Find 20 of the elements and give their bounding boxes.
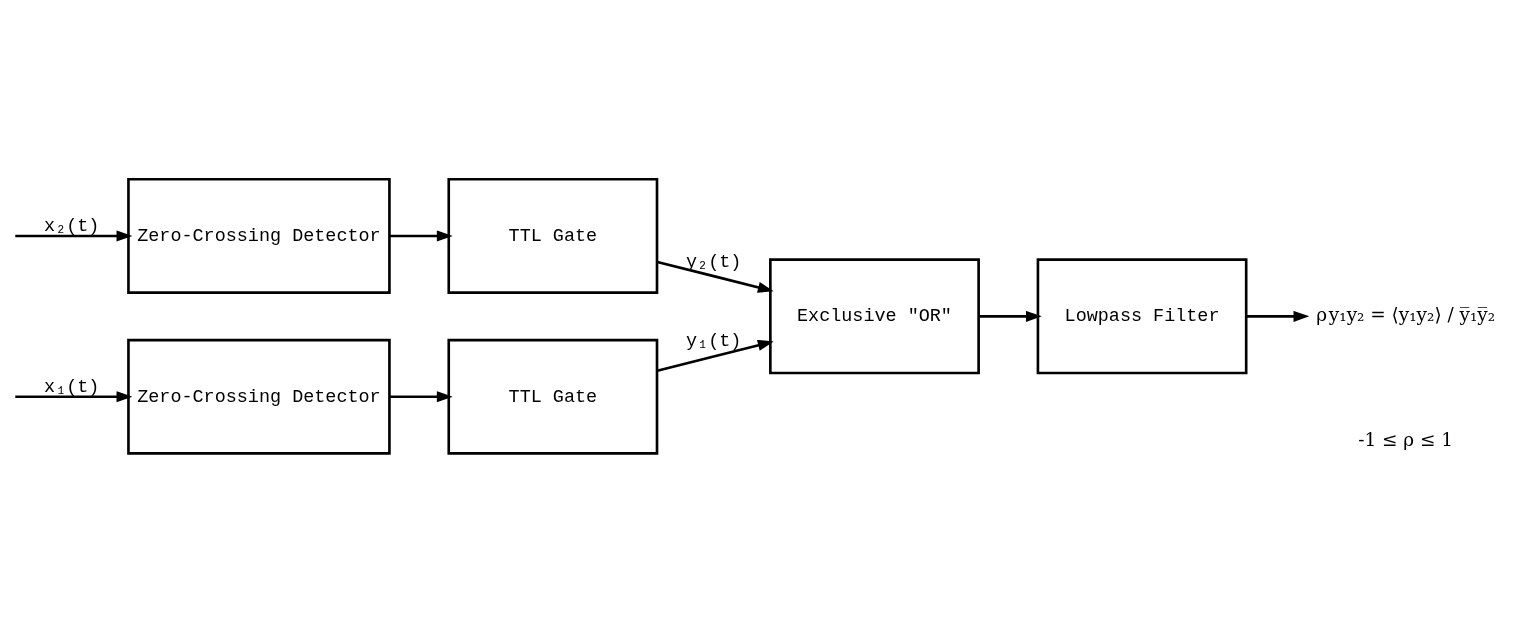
arrow [15,391,133,403]
node-box: Exclusive "OR" [769,258,980,375]
edge-label: y₁(t) [686,330,742,352]
label: -1 ≤ ρ ≤ 1 [1358,429,1454,451]
arrow [657,260,774,293]
node-box: TTL Gate [447,338,659,455]
arrow [389,391,453,403]
arrow [389,230,453,242]
node-box: Zero-Crossing Detector [127,177,391,294]
edge-label: y₂(t) [686,251,742,273]
arrow [657,339,774,373]
arrow [979,310,1042,322]
arrow [1246,310,1310,322]
node-box: Lowpass Filter [1036,258,1248,375]
node-box: TTL Gate [447,177,659,294]
node-text: ρ y₁y₂ = ⟨y₁y₂⟩ / y̅₁y̅₂ [1316,304,1496,326]
edge-label: x₂(t) [44,215,100,237]
edge-label: x₁(t) [44,376,100,398]
arrow [15,230,133,242]
node-box: Zero-Crossing Detector [127,338,391,455]
